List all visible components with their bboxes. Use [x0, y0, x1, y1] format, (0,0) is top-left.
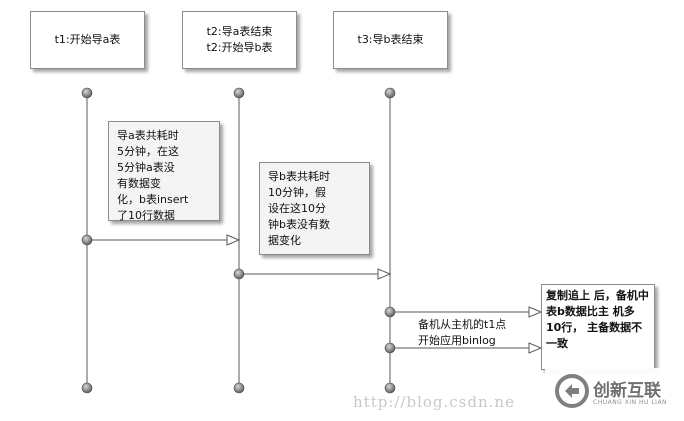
watermark-url: http://blog.csdn.ne: [353, 393, 515, 411]
note-replication-result: 复制追上 后，备机中 表b数据比主 机多10行， 主备数据不 一致: [541, 284, 655, 370]
arrow-t3-to-note-1: [390, 306, 543, 318]
note-line: 据变化: [268, 234, 301, 247]
brand-name: 创新互联: [593, 381, 661, 401]
lifeline-header-t1: t1:开始导a表: [30, 11, 145, 69]
note-line: 钟b表没有数: [268, 218, 330, 231]
note-line: 5分钟，在这: [117, 145, 179, 158]
header-line: t3:导b表结束: [357, 33, 424, 46]
arrow-t3-start-dot-2: [384, 342, 396, 354]
note-line: 设在这10分: [268, 202, 326, 215]
arrow-t3-to-note-2: [390, 342, 543, 354]
note-line: 了10行数据: [117, 209, 175, 222]
note-line: 主备数据不: [587, 321, 643, 334]
lifeline-t3-top-dot: [384, 87, 396, 99]
header-line: t1:开始导a表: [54, 33, 121, 46]
arrow-t1-to-t2: [87, 234, 241, 246]
note-line: 机多10行，: [546, 305, 635, 334]
label-line: 备机从主机的t1点: [418, 318, 507, 331]
arrow-t1-start-dot: [81, 234, 93, 246]
label-line: 开始应用binlog: [418, 334, 496, 347]
header-line: t2:开始导b表: [206, 41, 273, 54]
lifeline-t3-bottom-dot: [384, 382, 396, 394]
note-line: 导a表共耗时: [117, 129, 179, 142]
brand-icon: [555, 374, 589, 408]
arrow-t2-start-dot: [233, 268, 245, 280]
note-line: 有数据变: [117, 177, 161, 190]
lifeline-t1-bottom-dot: [81, 382, 93, 394]
note-b-table-export: 导b表共耗时 10分钟，假 设在这10分 钟b表没有数 据变化: [259, 162, 370, 255]
note-line: 5分钟a表没: [117, 161, 175, 174]
note-line: 化，b表insert: [117, 193, 189, 206]
arrow-t2-to-t3: [239, 268, 392, 280]
arrow-t3-start-dot-1: [384, 306, 396, 318]
note-line: 10分钟，假: [268, 186, 326, 199]
note-line: 表b数据比主: [546, 305, 609, 318]
brand-subtitle: CHUANG XIN HU LIAN: [593, 399, 668, 406]
brand-logo: 创新互联 CHUANG XIN HU LIAN: [545, 368, 684, 421]
note-line: 导b表共耗时: [268, 170, 330, 183]
lifeline-header-t2: t2:导a表结束 t2:开始导b表: [182, 11, 297, 69]
lifeline-t1-top-dot: [81, 87, 93, 99]
note-line: 后，备机中: [593, 289, 649, 302]
binlog-apply-label: 备机从主机的t1点 开始应用binlog: [418, 317, 506, 349]
note-a-table-export: 导a表共耗时 5分钟，在这 5分钟a表没 有数据变 化，b表insert 了10…: [108, 121, 220, 222]
lifeline-t2-top-dot: [233, 87, 245, 99]
note-line: 复制追上: [546, 289, 590, 302]
lifeline-t2-bottom-dot: [233, 382, 245, 394]
lifeline-header-t3: t3:导b表结束: [333, 11, 448, 69]
header-line: t2:导a表结束: [206, 25, 273, 38]
note-line: 一致: [546, 337, 568, 350]
